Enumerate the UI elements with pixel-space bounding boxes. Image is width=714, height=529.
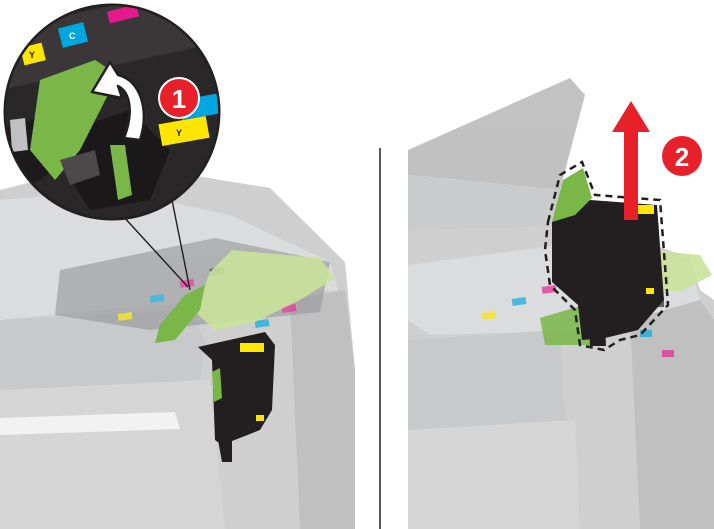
zoom-cartridge-letter: Y <box>176 128 182 138</box>
step-number-2: 2 <box>675 142 689 172</box>
step-number-1: 1 <box>172 84 186 114</box>
zoom-slot-letter-yellow: Y <box>29 50 35 60</box>
step-badge-1: 1 <box>159 78 199 118</box>
cartridge-yellow-tab <box>240 343 264 352</box>
right-panel: 2 <box>408 78 714 529</box>
left-panel: Y C Y 1 <box>0 0 355 529</box>
zoom-slot-letter-cyan: C <box>69 31 76 41</box>
step-badge-2: 2 <box>662 136 702 176</box>
